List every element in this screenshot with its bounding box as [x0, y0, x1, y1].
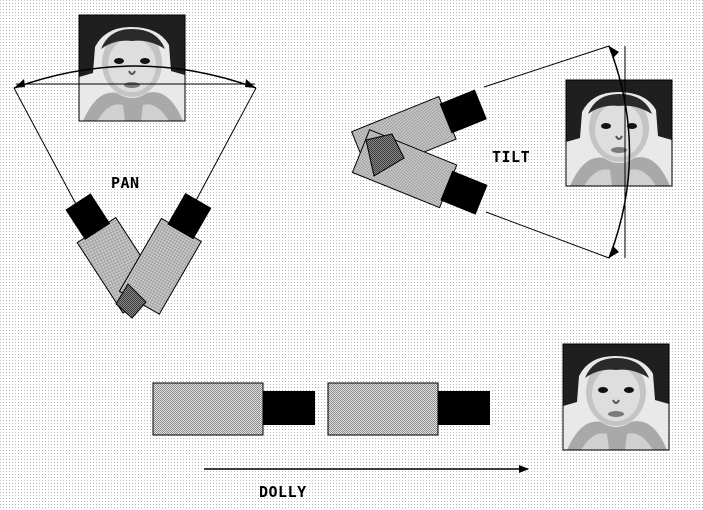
- camera-body: [153, 383, 263, 435]
- camera-body: [328, 383, 438, 435]
- dolly-label: DOLLY: [259, 483, 307, 501]
- tilt-subject-photo: [566, 80, 672, 186]
- pan-label: PAN: [111, 174, 140, 192]
- camera-lens: [263, 391, 315, 425]
- camera-lens: [438, 391, 490, 425]
- tilt-label: TILT: [492, 148, 530, 166]
- dolly-subject-photo: [563, 344, 669, 450]
